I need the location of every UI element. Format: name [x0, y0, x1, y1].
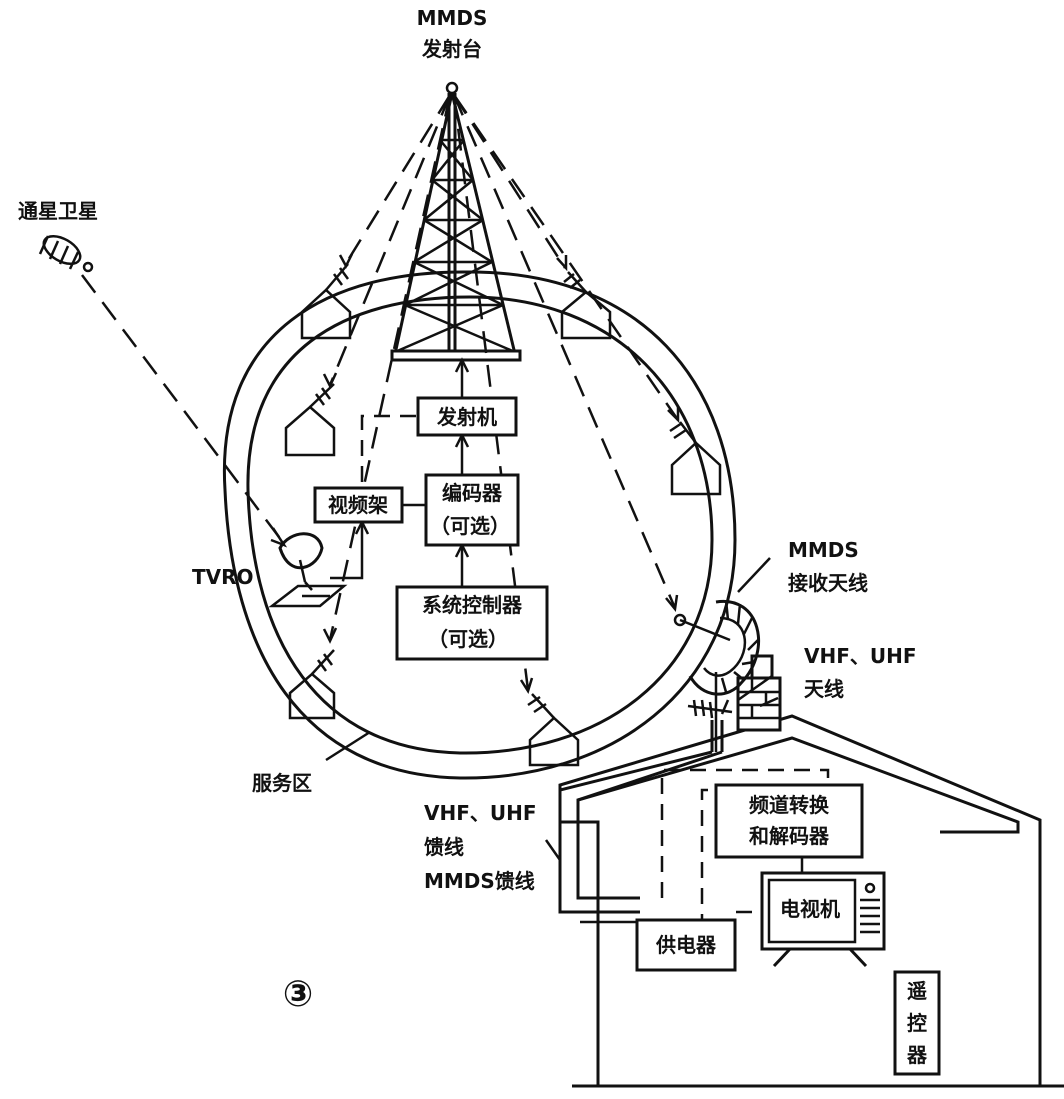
- headend-connections: [330, 357, 470, 587]
- remote-label-char-2: 控: [907, 1011, 927, 1035]
- mmds-tower-sublabel: 发射台: [421, 37, 482, 61]
- tvro-label: TVRO: [192, 565, 254, 589]
- mmds-receive-antenna-sublabel: 接收天线: [788, 571, 868, 595]
- power-supply-box: [635, 918, 737, 972]
- mmds-tower: [390, 81, 522, 362]
- service-area-label: 服务区: [252, 771, 312, 795]
- channel-converter-box: [714, 783, 864, 859]
- house-icon-2: [284, 383, 336, 457]
- feeder-label-mmds: MMDS馈线: [424, 869, 535, 893]
- vhf-uhf-antenna-icon: [687, 674, 779, 719]
- mmds-receive-antenna-icon: [673, 557, 771, 752]
- transmitter-box: [416, 396, 518, 437]
- house-icon-6: [527, 693, 580, 767]
- vhf-uhf-antenna-sublabel: 天线: [804, 677, 844, 701]
- encoder-label: 编码器: [442, 481, 503, 505]
- video-rack-box: [313, 486, 404, 524]
- system-controller-label: 系统控制器: [422, 593, 523, 617]
- system-controller-optional-label: （可选）: [428, 627, 508, 651]
- remote-label-char-3: 器: [906, 1043, 928, 1067]
- house-icon-1: [300, 263, 352, 340]
- signal-lines: [322, 94, 680, 694]
- vhf-uhf-antenna-label: VHF、UHF: [804, 644, 917, 668]
- mmds-tower-label: MMDS: [417, 6, 488, 30]
- system-controller-box: [395, 585, 549, 661]
- tvro-dish-icon: [268, 532, 348, 608]
- remote-control-icon: [893, 970, 941, 1076]
- internal-wiring: [580, 768, 830, 930]
- house-icon-4: [560, 271, 612, 340]
- feeder-cables: [558, 720, 724, 914]
- house-building: [558, 654, 1064, 1088]
- encoder-box: [424, 473, 520, 547]
- channel-converter-sublabel: 和解码器: [749, 824, 830, 848]
- transmitter-label: 发射机: [436, 405, 497, 429]
- satellite-icon: [38, 234, 94, 273]
- house-icon-3: [288, 649, 336, 720]
- figure-number: ③: [283, 974, 313, 1015]
- pointer-lines: [325, 730, 562, 861]
- television-icon: [760, 871, 886, 968]
- channel-converter-label: 频道转换: [749, 793, 830, 817]
- feeder-label-vhf-uhf: VHF、UHF: [424, 801, 537, 825]
- video-rack-label: 视频架: [328, 493, 388, 517]
- satellite-downlink: [81, 274, 286, 546]
- remote-label-char-1: 遥: [907, 979, 927, 1003]
- television-label: 电视机: [780, 897, 840, 921]
- feeder-label-feeder: 馈线: [424, 835, 464, 859]
- service-area-rings: [222, 270, 737, 780]
- mmds-receive-antenna-label: MMDS: [788, 538, 859, 562]
- satellite-label: 通星卫星: [18, 199, 98, 223]
- encoder-optional-label: （可选）: [430, 514, 510, 538]
- power-supply-label: 供电器: [655, 933, 717, 957]
- house-icon-5: [669, 421, 722, 496]
